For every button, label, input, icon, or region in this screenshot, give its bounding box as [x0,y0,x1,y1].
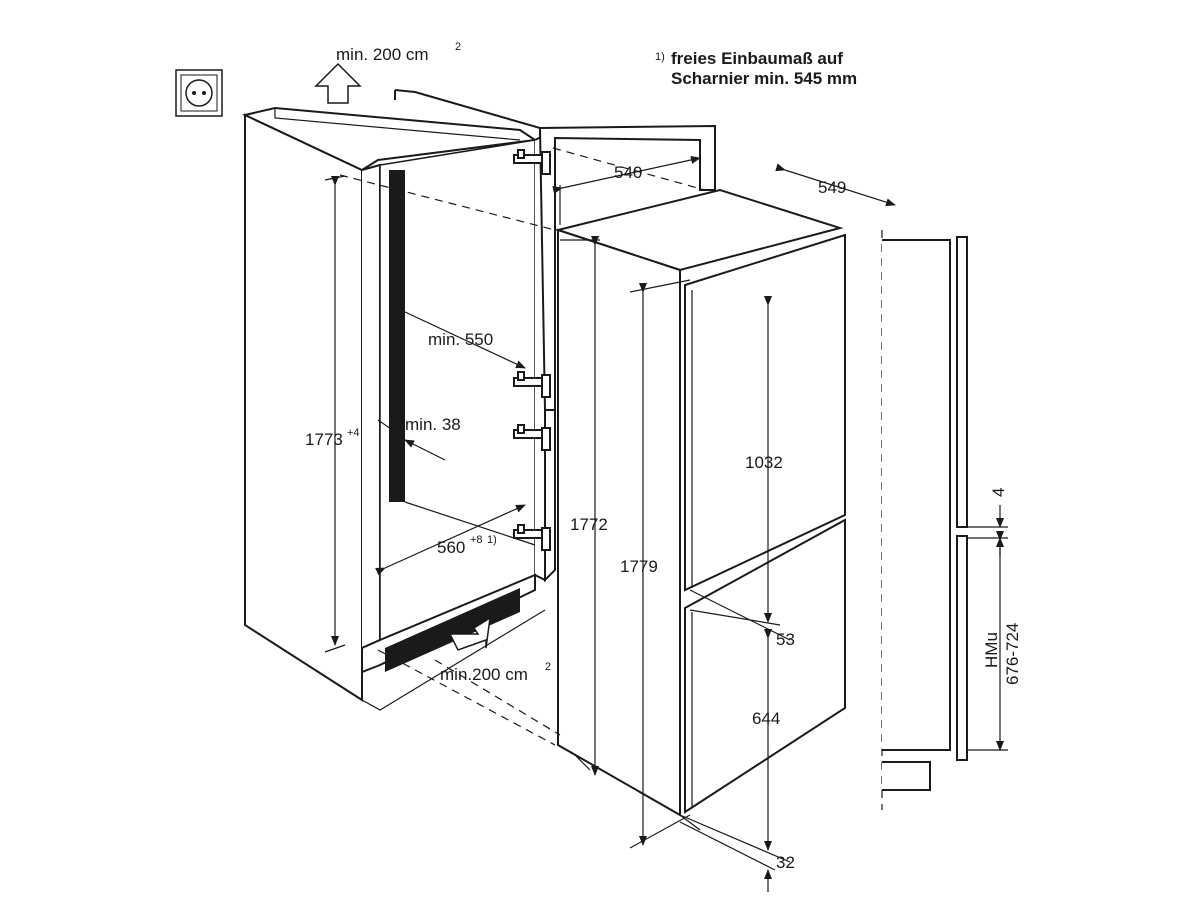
niche-gap-min-label: min. 38 [405,415,461,434]
door-gap-label: 53 [776,630,795,649]
top-ventilation-unit-sup: 2 [455,41,461,53]
side-gap-label: 4 [989,488,1008,497]
airflow-in-arrow-icon [448,616,491,651]
appliance-body-height-label: 1772 [570,515,608,534]
footnote-line-2: Scharnier min. 545 mm [671,69,857,88]
lower-door-height-label: 644 [752,709,780,728]
top-ventilation-label: min. 200 cm [336,45,429,64]
airflow-up-arrow-icon [314,62,362,104]
power-outlet-icon [175,69,223,117]
niche-height-label: 1773 [305,430,343,449]
appliance-depth-label: 540 [614,163,642,182]
hmu-label: HMu [982,632,1001,668]
upper-door-height-label: 1032 [745,453,783,472]
appliance-width-label: 549 [818,178,846,197]
niche-width-label: 560 [437,538,465,557]
hinge-middle-2 [513,424,551,451]
bottom-ventilation-label: min.200 cm [440,665,528,684]
niche-height-tolerance: +4 [347,427,360,439]
niche-depth-min-label: min. 550 [428,330,493,349]
bottom-offset-label: 32 [776,853,795,872]
appliance-total-height-label: 1779 [620,557,658,576]
niche-width-note: 1) [487,534,497,546]
appliance [554,188,846,831]
hinge-middle-1 [513,371,551,398]
bottom-ventilation-unit-sup: 2 [545,661,551,673]
niche-width-tolerance: +8 [470,534,483,546]
side-view [881,230,968,810]
footnote-line-1: freies Einbaumaß auf [671,49,843,68]
niche-cabinet [241,89,546,711]
hinge-top [513,149,551,175]
hmu-range-label: 676-724 [1003,623,1022,685]
footnote-marker: 1) [655,51,665,63]
